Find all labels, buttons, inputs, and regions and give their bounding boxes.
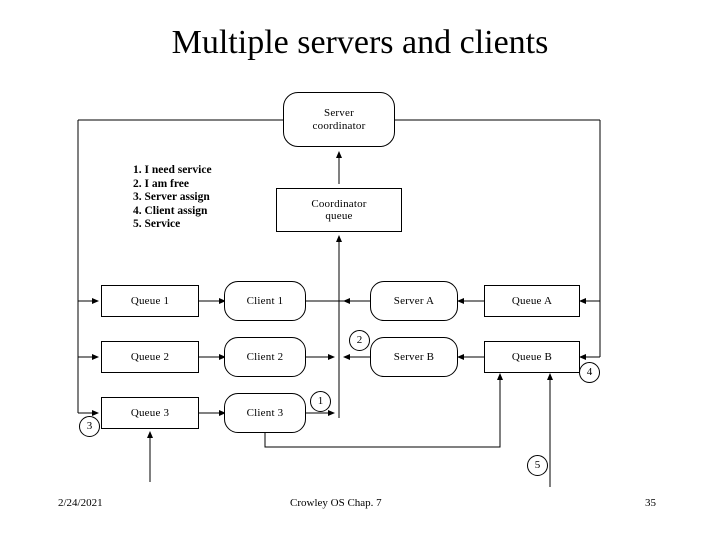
node-queue-b-label: Queue B [511,350,553,363]
callout-2: 2 [349,330,370,351]
node-coordinator-queue[interactable]: Coordinator queue [276,188,402,232]
callout-4: 4 [579,362,600,383]
legend-item-4: 4. Client assign [133,204,208,217]
legend-list: 1. I need service 2. I am free 3. Server… [133,164,212,232]
node-client-2-label: Client 2 [246,350,284,363]
node-queue-3[interactable]: Queue 3 [101,397,199,429]
node-queue-3-label: Queue 3 [130,406,170,419]
node-queue-b[interactable]: Queue B [484,341,580,373]
callout-1: 1 [310,391,331,412]
legend-item-1: 1. I need service [133,164,212,176]
node-queue-1-label: Queue 1 [130,294,170,307]
legend-item-5: 5. Service [133,218,181,231]
node-server-b-label: Server B [393,350,435,363]
callout-5: 5 [527,455,548,476]
node-coordinator-queue-label: Coordinator queue [311,197,367,223]
legend-item-3: 3. Server assign [133,191,210,204]
node-server-a-label: Server A [393,294,435,307]
node-client-1-label: Client 1 [246,294,284,307]
page-title: Multiple servers and clients [171,24,549,61]
node-client-3-label: Client 3 [246,406,284,419]
node-server-b[interactable]: Server B [370,337,458,377]
callout-3: 3 [79,416,100,437]
node-client-1[interactable]: Client 1 [224,281,306,321]
node-queue-a-label: Queue A [511,294,553,307]
legend-item-2: 2. I am free [133,177,189,190]
footer-page-number: 35 [645,497,656,509]
footer-date: 2/24/2021 [58,497,103,509]
footer-center-text: Crowley OS Chap. 7 [290,497,382,509]
node-queue-a[interactable]: Queue A [484,285,580,317]
node-queue-2[interactable]: Queue 2 [101,341,199,373]
node-server-coordinator[interactable]: Server coordinator [283,92,395,147]
node-server-a[interactable]: Server A [370,281,458,321]
node-client-2[interactable]: Client 2 [224,337,306,377]
node-client-3[interactable]: Client 3 [224,393,306,433]
node-server-coordinator-label: Server coordinator [312,107,366,132]
node-queue-1[interactable]: Queue 1 [101,285,199,317]
node-queue-2-label: Queue 2 [130,350,170,363]
